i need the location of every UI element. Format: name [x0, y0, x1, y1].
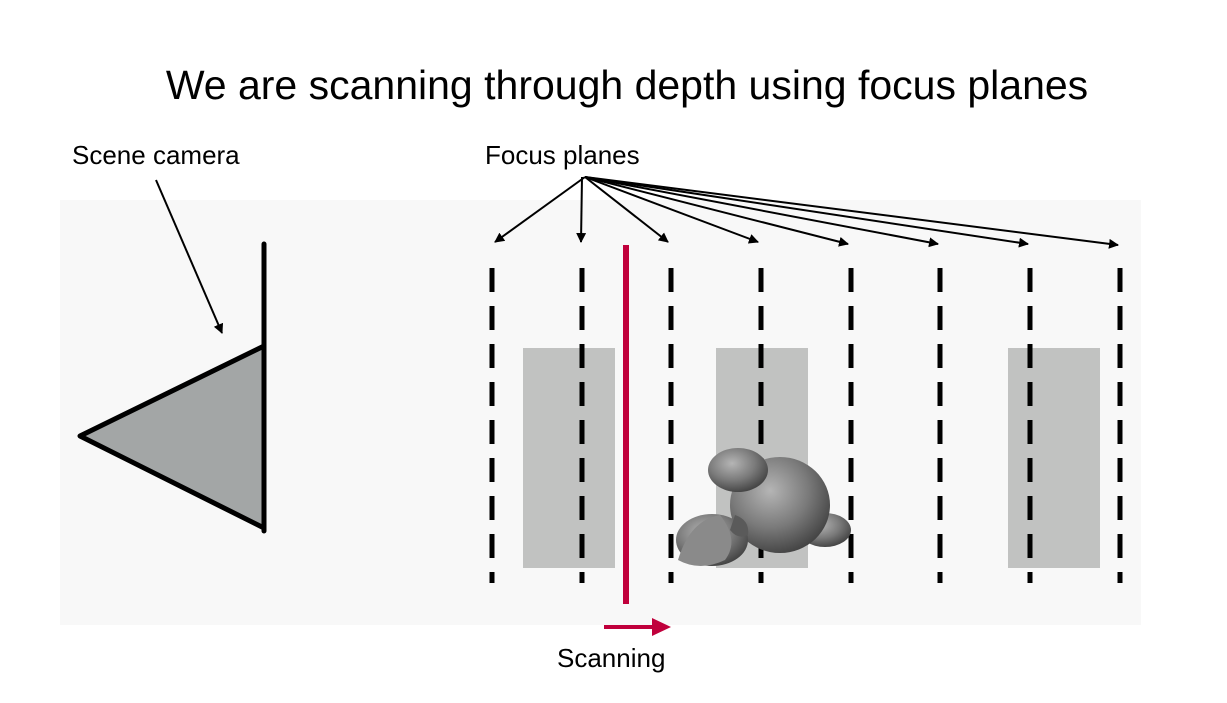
scanning-label: Scanning — [557, 643, 666, 673]
focus-plane-arrows — [494, 176, 1119, 249]
object-box-1 — [523, 348, 615, 568]
scene-camera-label: Scene camera — [72, 140, 240, 170]
object-box-3 — [1008, 348, 1100, 568]
focus-planes-label: Focus planes — [485, 140, 640, 170]
focus-planes — [489, 268, 1123, 583]
scene-camera-icon — [77, 241, 267, 534]
camera-pointer-arrow — [155, 179, 224, 334]
scanning-arrow-icon — [604, 618, 671, 636]
object-model-icon — [676, 448, 851, 566]
diagram-title: We are scanning through depth using focu… — [165, 62, 1089, 108]
